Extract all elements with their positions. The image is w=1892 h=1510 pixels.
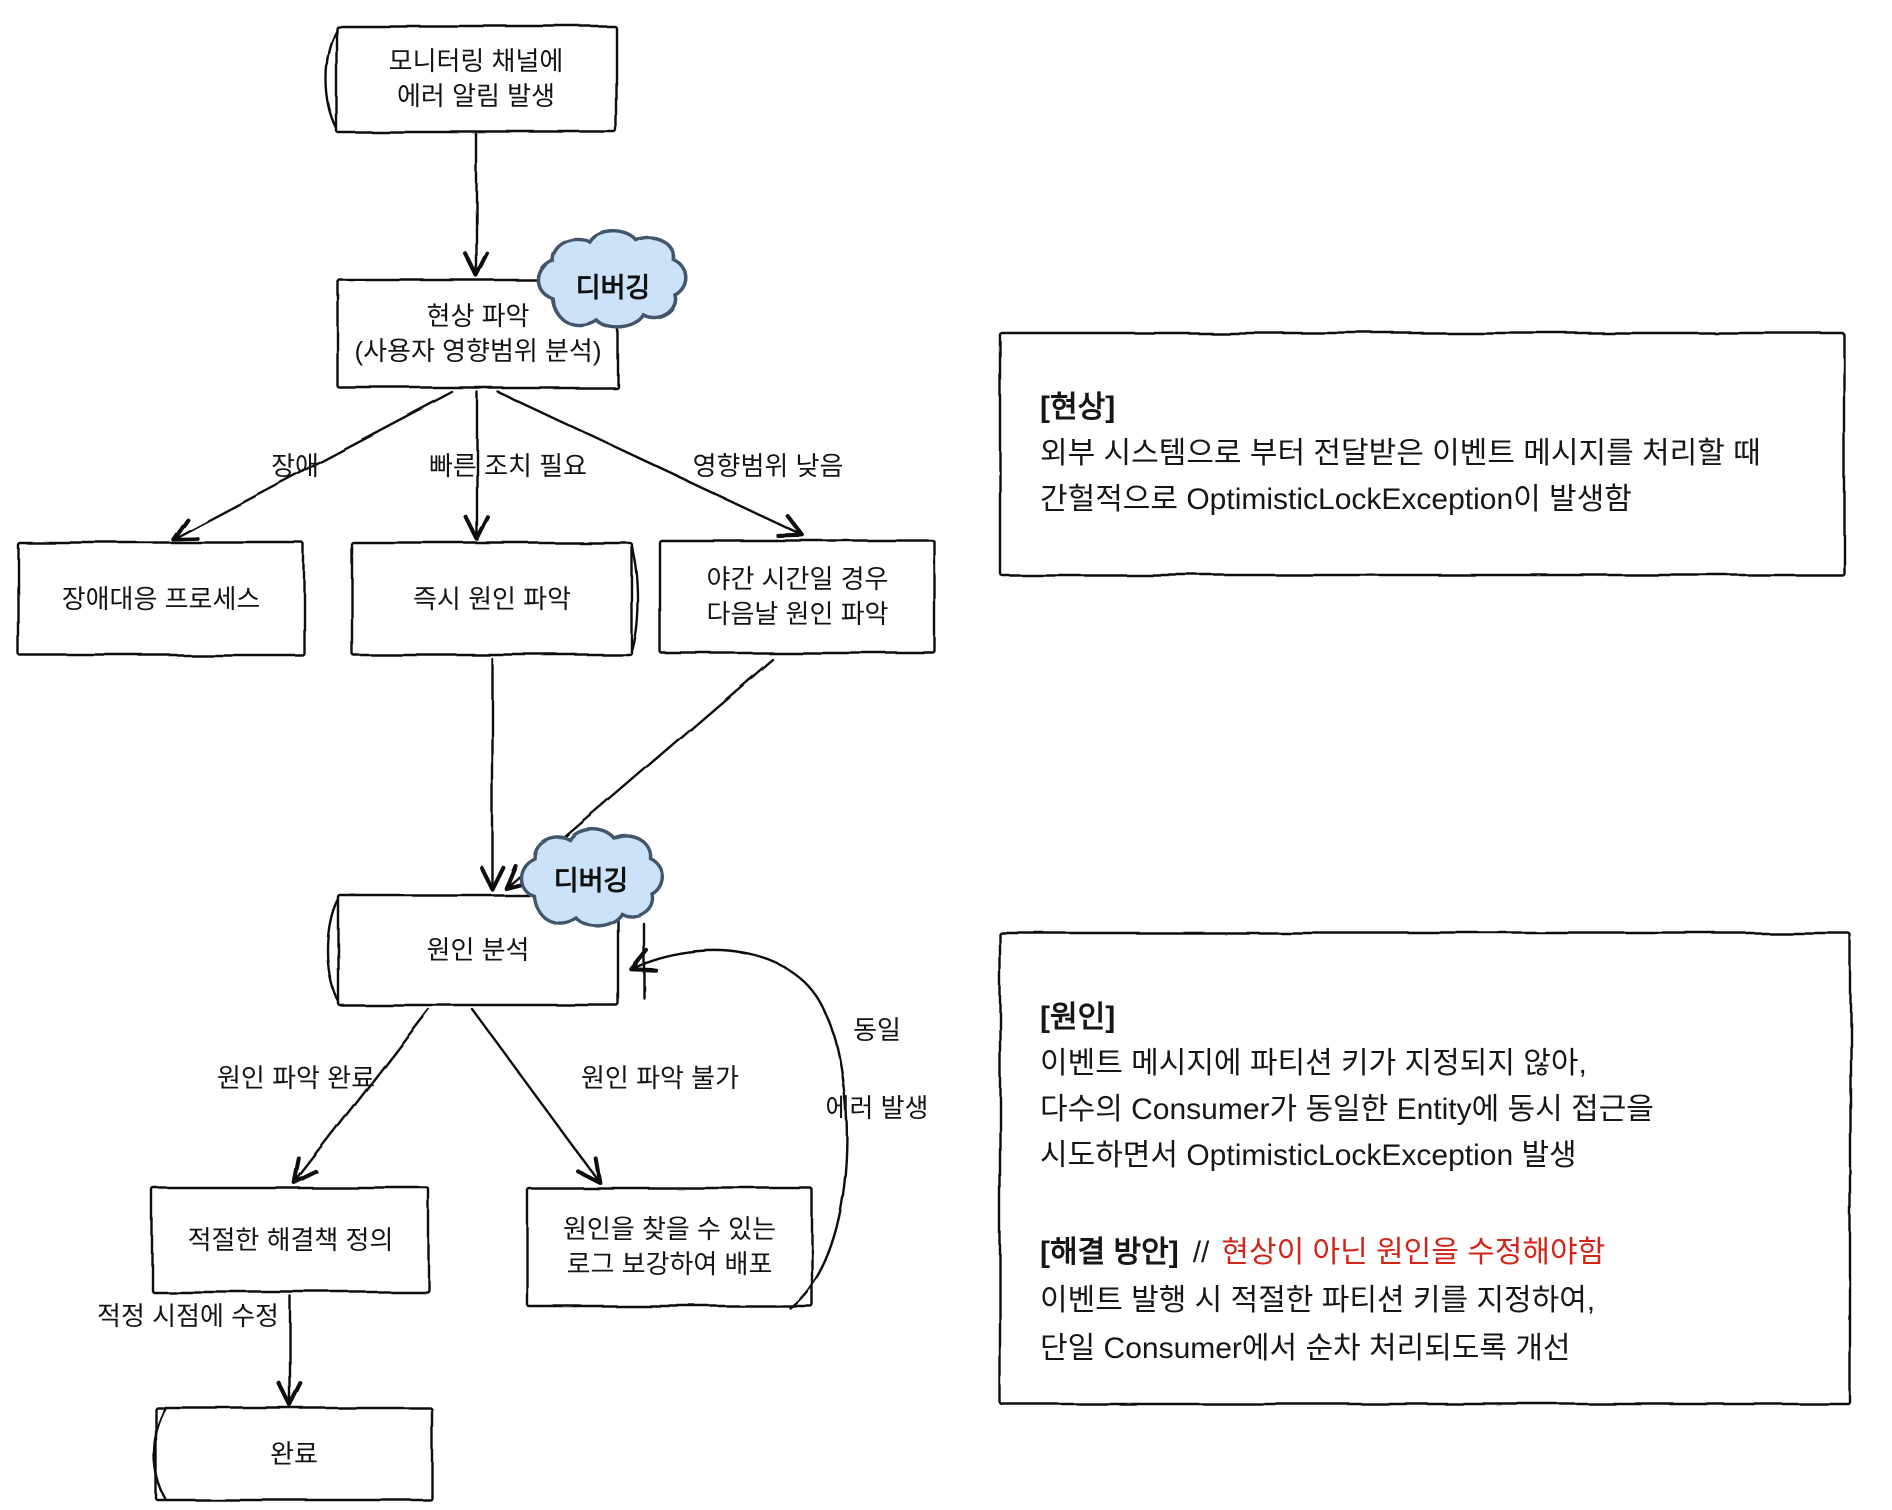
debug-cloud-icon-2 [518, 827, 664, 928]
note-cause-solution: [원인] 이벤트 메시지에 파티션 키가 지정되지 않아, 다수의 Consum… [1000, 933, 1850, 1404]
solution-comment-marker: // [1192, 1236, 1210, 1269]
box-analysis-left-sketch [326, 897, 340, 1003]
note-phenomenon-frame [998, 331, 1846, 577]
cause-line3: 시도하면서 OptimisticLockException 발생 [1040, 1139, 1577, 1172]
solution-title-line: [해결 방안] // 현상이 아닌 원인을 수정해야함 [1040, 1229, 1850, 1277]
note-cause-solution-frame [998, 931, 1852, 1406]
box-immediate-cause [350, 541, 634, 657]
box-define-solution [150, 1186, 431, 1294]
box-cause-analysis [336, 893, 620, 1007]
phenomenon-line1: 외부 시스템으로 부터 전달받은 이벤트 메시지를 처리할 때 [1040, 437, 1761, 470]
solution-line2: 단일 Consumer에서 순차 처리되도록 개선 [1040, 1332, 1571, 1365]
solution-comment-red: 현상이 아닌 원인을 수정해야함 [1221, 1236, 1606, 1269]
box-assess [336, 278, 620, 390]
cause-line1: 이벤트 메시지에 파티션 키가 지정되지 않아, [1040, 1047, 1587, 1080]
box-night-case [658, 539, 937, 655]
box-monitor-alert [334, 24, 618, 134]
arrow-assess-to-night [496, 390, 805, 538]
note-phenomenon: [현상] 외부 시스템으로 부터 전달받은 이벤트 메시지를 처리할 때 간헐적… [1000, 333, 1844, 575]
solution-line1: 이벤트 발행 시 적절한 파티션 키를 지정하여, [1040, 1284, 1596, 1317]
solution-title: [해결 방안] [1040, 1236, 1179, 1269]
box-immediate-right-sketch [630, 545, 640, 653]
box-done [154, 1406, 434, 1502]
debug-cloud-icon-1 [536, 229, 689, 330]
box-monitor-left-sketch [324, 28, 338, 130]
arrow-analysis-to-solution [292, 1007, 430, 1185]
phenomenon-line2: 간헐적으로 OptimisticLockException이 발생함 [1040, 483, 1632, 516]
arrow-analysis-to-logs [470, 1007, 602, 1185]
arrow-loop-same-error [629, 948, 849, 1310]
cause-line2: 다수의 Consumer가 동일한 Entity에 동시 접근을 [1040, 1093, 1654, 1126]
phenomenon-title: [현상] [1040, 391, 1116, 424]
arrow-assess-to-incident [171, 390, 454, 542]
box-incident-process [16, 541, 306, 657]
box-add-logs [525, 1186, 814, 1308]
box-done-left-sketch [152, 1406, 168, 1502]
solution-block: [해결 방안] // 현상이 아닌 원인을 수정해야함 이벤트 발행 시 적절한 파… [1040, 1229, 1850, 1373]
cause-title: [원인] [1040, 1001, 1116, 1034]
